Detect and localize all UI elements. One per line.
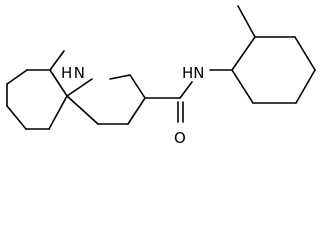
amide-nh-n: N xyxy=(193,64,204,82)
bond xyxy=(295,69,316,104)
structure-diagram: H N HN O xyxy=(6,5,316,147)
cyclohexane-ring-right xyxy=(231,5,316,104)
bond xyxy=(127,97,146,125)
bond xyxy=(231,69,254,104)
bond xyxy=(66,78,93,97)
ring-nh-label: H N xyxy=(61,64,85,82)
amide-group xyxy=(144,69,233,123)
amide-nh-h: H xyxy=(182,64,193,82)
bond xyxy=(6,69,28,85)
bond xyxy=(49,50,65,71)
bond xyxy=(179,81,193,99)
bond xyxy=(294,36,316,71)
bond xyxy=(129,74,146,99)
ring-nh-h: H xyxy=(61,64,74,82)
molecule-drawing: H N HN O xyxy=(6,5,316,147)
bond xyxy=(48,95,68,130)
bond xyxy=(49,69,68,97)
cyclohexane-ring-left xyxy=(6,69,68,130)
bond xyxy=(231,36,256,71)
pyrrolidine-ring xyxy=(49,50,146,125)
bond xyxy=(6,105,27,130)
carbonyl-oxygen-label: O xyxy=(174,129,186,147)
bond xyxy=(66,95,99,125)
ring-nh-n: N xyxy=(74,64,85,82)
bond xyxy=(109,74,131,80)
methyl-bond xyxy=(237,5,256,38)
amide-nh-label: HN xyxy=(182,64,205,82)
